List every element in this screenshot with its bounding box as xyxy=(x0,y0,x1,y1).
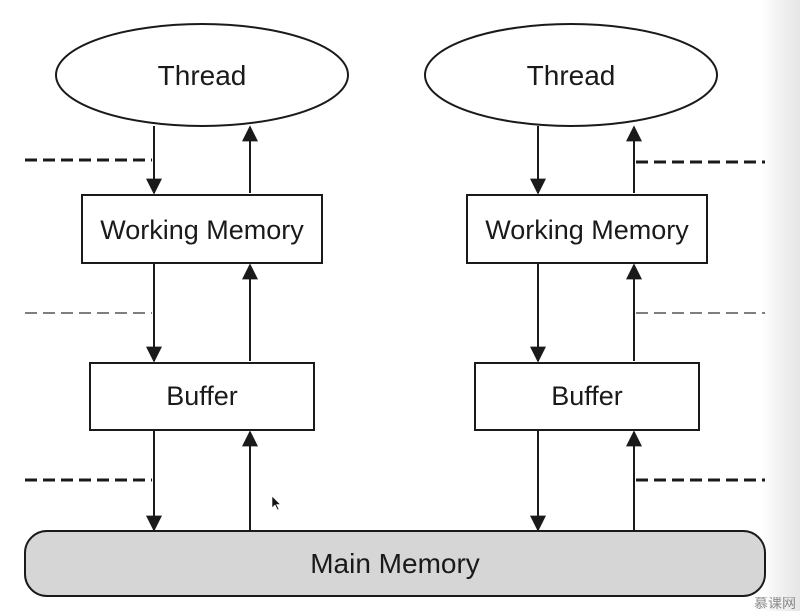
main-memory-label: Main Memory xyxy=(310,548,480,579)
buffer-label-left: Buffer xyxy=(166,381,238,411)
working-memory-node-right: Working Memory xyxy=(466,194,708,264)
window-edge-shadow xyxy=(762,0,800,611)
thread-label-right: Thread xyxy=(527,60,616,91)
working-memory-node-left: Working Memory xyxy=(81,194,323,264)
buffer-node-right: Buffer xyxy=(474,362,700,431)
thread-node-right: Thread xyxy=(424,23,718,127)
working-memory-label-right: Working Memory xyxy=(485,215,689,245)
working-memory-label-left: Working Memory xyxy=(100,215,304,245)
buffer-node-left: Buffer xyxy=(89,362,315,431)
watermark-logo: 慕课网 xyxy=(754,597,796,611)
buffer-label-right: Buffer xyxy=(551,381,623,411)
thread-node-left: Thread xyxy=(55,23,349,127)
mouse-cursor-icon xyxy=(271,495,282,511)
main-memory-node: Main Memory xyxy=(24,530,766,597)
thread-label-left: Thread xyxy=(158,60,247,91)
